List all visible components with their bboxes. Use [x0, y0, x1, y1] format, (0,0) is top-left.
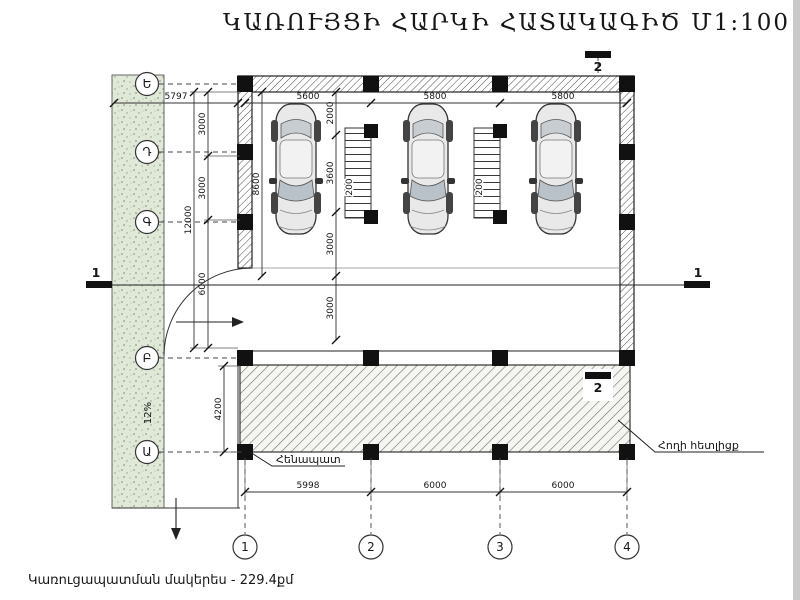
road-outer-curve [163, 267, 253, 357]
dim-label: 5600 [297, 92, 320, 102]
building-area-note: Կառուցապատման մակերես - 229.4քմ [28, 573, 294, 588]
section-label: 1 [92, 265, 101, 280]
arrow-right-icon [232, 317, 244, 327]
backfill-label: Հողի հետլիցք [658, 439, 739, 452]
axis-row-labels: Ե Դ Գ Բ Ա [142, 77, 151, 459]
axis-label: Ե [143, 77, 152, 91]
section-line-2: 2 2 [583, 51, 613, 401]
axis-label: Դ [142, 145, 151, 159]
retaining-wall-label: Հենապատ [276, 453, 341, 466]
axis-label: Ա [142, 445, 151, 459]
ramp-slope-label: 12% [143, 402, 154, 424]
dim-label: 4200 [214, 397, 224, 420]
dim-label: 5998 [297, 481, 320, 491]
dim-label: 8600 [252, 172, 262, 195]
dimension-labels: 5797 5600 5800 5800 5998 6000 6000 3000 … [165, 92, 575, 491]
dim-label: 5797 [165, 92, 188, 102]
dim-label: 5800 [424, 92, 447, 102]
dim-label: 200 [475, 178, 485, 195]
axis-label: Բ [143, 351, 152, 365]
section-label: 2 [594, 380, 603, 395]
section-label: 2 [594, 59, 603, 74]
axis-label: 3 [496, 540, 504, 554]
dim-label: 2000 [326, 101, 336, 124]
dimension-lines [114, 91, 628, 497]
stairs-symbol [473, 127, 501, 219]
road-direction-arrows [171, 317, 244, 540]
arrow-down-icon [171, 528, 181, 540]
axis-label: 2 [367, 540, 375, 554]
axis-bubbles-cols [232, 534, 640, 560]
dim-label: 3000 [326, 296, 336, 319]
interior-lines [238, 267, 634, 366]
landscaped-green-area [111, 74, 165, 509]
drawing-title: ԿԱՌՈՒՅՑԻ ՀԱՐԿԻ ՀԱՏԱԿԱԳԻԾ Մ1:100 [223, 10, 790, 36]
dim-label: 6000 [424, 481, 447, 491]
dim-label: 5800 [552, 92, 575, 102]
axis-bubbles-rows [134, 71, 160, 465]
dim-label: 6000 [198, 272, 208, 295]
section-line-1: 1 1 [86, 265, 710, 288]
leader-annotations: Հենապատ Հողի հետլիցք [249, 419, 764, 467]
car-symbol [268, 103, 324, 235]
top-wall [237, 75, 635, 93]
stairs-symbol [344, 127, 372, 219]
dim-label: 6000 [552, 481, 575, 491]
axis-label: Գ [142, 215, 151, 229]
left-wall [237, 75, 253, 269]
dim-label: 12000 [184, 205, 194, 234]
structural-columns [237, 76, 635, 460]
soil-backfill-area [239, 364, 631, 453]
dim-label: 3000 [198, 176, 208, 199]
axis-label: 4 [623, 540, 631, 554]
axis-col-labels: 1 2 3 4 [241, 540, 631, 554]
section-label: 1 [694, 265, 703, 280]
dim-label: 200 [345, 178, 355, 195]
car-symbol [400, 103, 456, 235]
dim-label: 3600 [326, 161, 336, 184]
car-symbol [528, 103, 584, 235]
axis-label: 1 [241, 540, 249, 554]
dim-label: 3000 [198, 112, 208, 135]
page-right-border [793, 0, 800, 600]
dim-label: 3000 [326, 232, 336, 255]
